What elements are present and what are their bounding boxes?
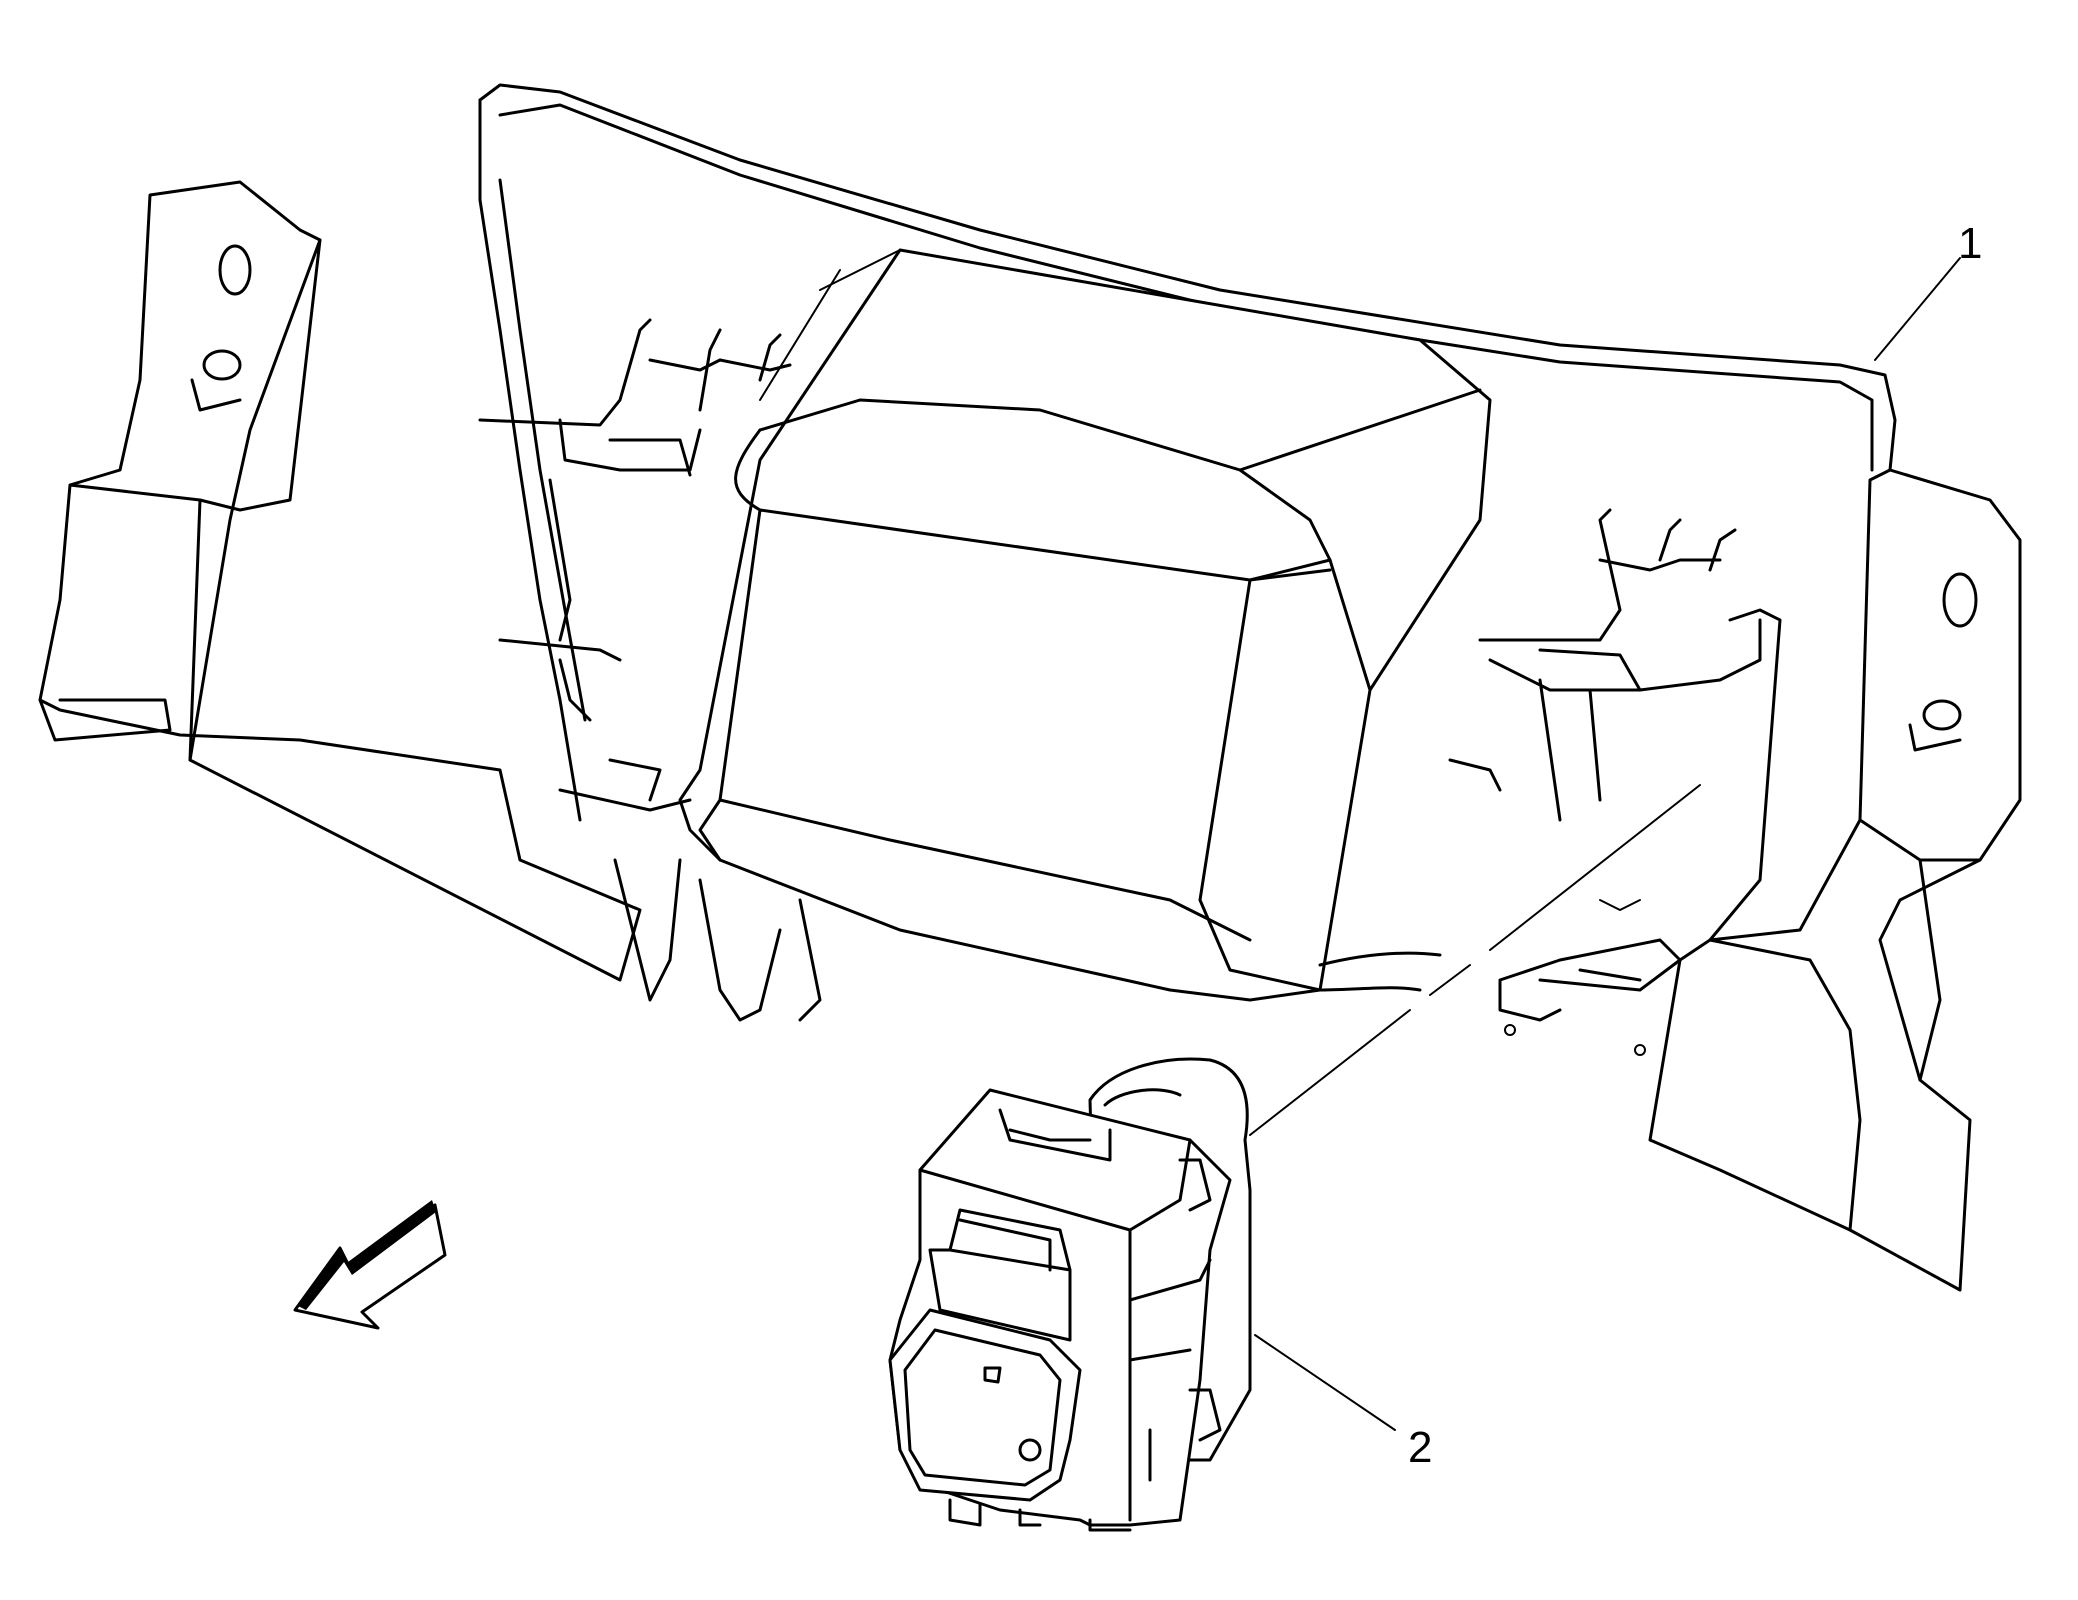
front-direction-arrow-icon xyxy=(293,1200,447,1330)
alignment-dash-line xyxy=(1249,784,1701,1136)
bracket-panel xyxy=(38,83,2022,1292)
callout-1-label: 1 xyxy=(1958,219,1982,268)
callout-1-leader xyxy=(1874,257,1961,361)
callout-2-label: 2 xyxy=(1408,1423,1432,1472)
callout-2-leader xyxy=(1254,1334,1396,1431)
center-housing xyxy=(613,248,1492,1022)
left-clip-assembly xyxy=(478,318,792,812)
right-clip-assembly xyxy=(1448,508,1782,1056)
switch-connector xyxy=(888,1057,1252,1532)
